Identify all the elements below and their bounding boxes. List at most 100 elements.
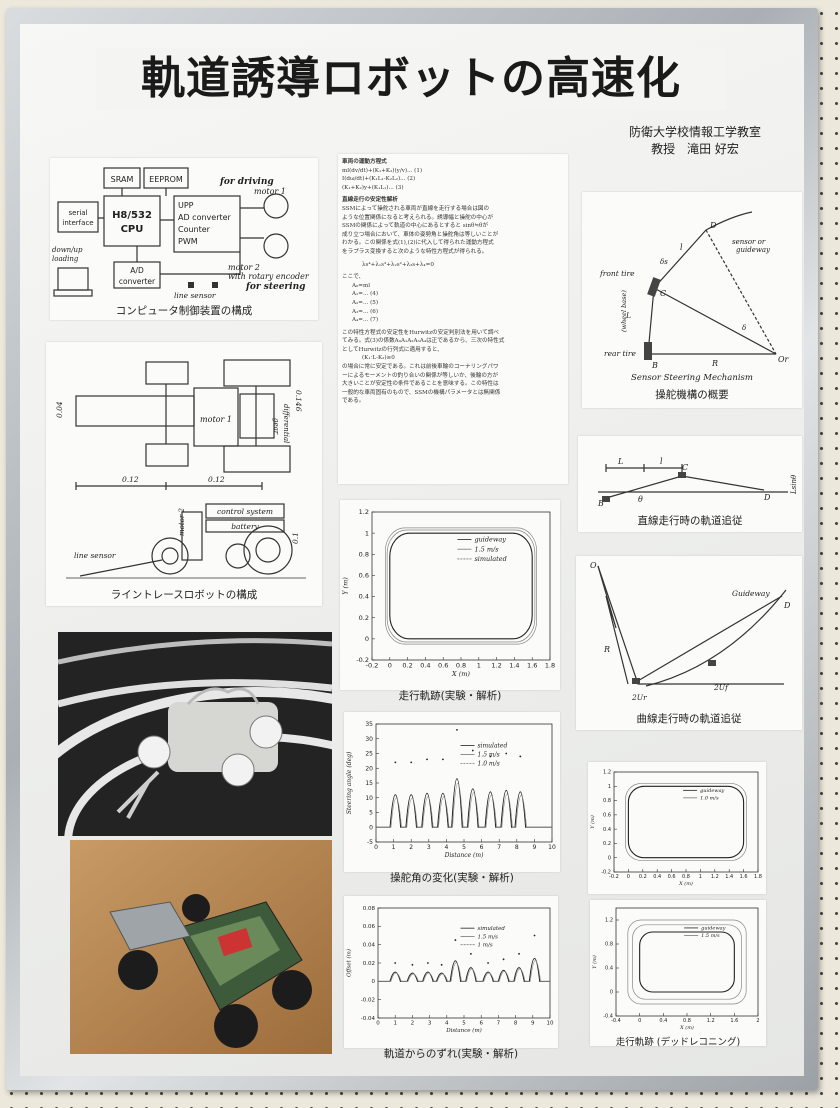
legend-label: 1 m/s (478, 943, 493, 949)
control-diagram-panel: SRAM EEPROM H8/532 CPU UPP AD converter … (50, 158, 318, 320)
y-axis-label: Y (m) (591, 955, 598, 969)
steering-inner-title: Sensor Steering Mechanism (631, 373, 753, 383)
peak-point (469, 952, 472, 955)
y-tick-label: -0.04 (361, 1016, 376, 1022)
eq-body-0: SSMによって操舵される車両が直線を走行する場合は図の (342, 205, 490, 212)
peak-point (533, 934, 536, 937)
legend-label: simulated (474, 555, 506, 563)
sram-label: SRAM (111, 175, 134, 184)
serial-label-1: serial (68, 209, 87, 217)
x-tick-label: 0.8 (682, 874, 690, 880)
y-tick-label: -5 (367, 839, 373, 846)
peak-point (426, 758, 428, 761)
cpu-label-1: H8/532 (112, 210, 152, 221)
upp-box (173, 195, 241, 253)
x-tick-label: 1.4 (725, 874, 733, 880)
x-tick-label: 8 (515, 844, 519, 851)
motor1-label: motor 1 (200, 415, 232, 424)
radius-lines-2 (597, 565, 629, 685)
sensor-label-1: sensor or (732, 238, 766, 246)
dim-0146: 0.146 (294, 390, 303, 412)
peak-point (394, 962, 397, 964)
upp-line-3: PWM (178, 237, 198, 246)
series-line-0 (376, 778, 552, 828)
trajectory-series-1 (386, 529, 536, 643)
trajectory-series-1 (625, 783, 747, 861)
side-front-hub (161, 547, 179, 565)
eq-line: I(dω/dt)+(K₁L₁-K₂L₂)... (2) (342, 176, 416, 183)
eq-coef-1: A₁=... (4) (352, 291, 379, 298)
motor1-box (193, 387, 239, 447)
rear-tire-label: rear tire (604, 349, 636, 358)
x-tick-label: 0.4 (420, 662, 430, 670)
robot-diagram: motor 1 0.04 0.146 differential gear 0.1… (55, 359, 306, 601)
x-tick-label: 0.4 (659, 1018, 667, 1024)
x-tick-label: 0 (388, 662, 392, 670)
robot-closeup-body (109, 894, 312, 1048)
peak-point (440, 963, 443, 966)
rear-wheel-bottom (223, 445, 291, 473)
x-tick-label: 4 (444, 844, 448, 851)
curve-diagram-panel: Guideway O R D 2Ur 2Uf 曲線走行時の軌道追従 (576, 556, 802, 730)
peak-point (519, 755, 522, 758)
upp-line-0: UPP (178, 201, 194, 210)
peak-point (410, 761, 413, 764)
x-axis-label: X (m) (679, 1024, 694, 1031)
x-tick-label: 6 (480, 844, 484, 851)
x-tick-label: 3 (428, 1021, 432, 1027)
trajectory-series-0 (639, 931, 735, 993)
download-label-1: down/up (52, 246, 83, 254)
y-tick-label: 25 (365, 751, 373, 758)
y-tick-label: 1.2 (603, 770, 611, 776)
plot-frame (615, 907, 759, 1017)
x-tick-label: 1.2 (711, 874, 719, 880)
x-tick-label: 9 (531, 1021, 535, 1027)
control-system-box (205, 503, 285, 519)
x-tick-label: 0 (376, 1021, 380, 1027)
eq-body2-0: この特性方程式の安定性をHurwitzの安定判別法を用いて調べ (342, 329, 500, 336)
download-label-2: loading (52, 255, 79, 263)
lbl-2ur: 2Ur (631, 693, 647, 702)
x-tick-label: -0.2 (366, 662, 379, 670)
legend-label: guideway (474, 536, 506, 544)
robot-photo-body (116, 687, 283, 819)
eq-body2-6: 大きいことが安定性の条件であることを意味する。この特性は (342, 381, 499, 388)
dim-bars (605, 464, 683, 472)
y-axis-label: Steering angle (deg) (346, 751, 353, 814)
legend-label: guideway (701, 926, 725, 932)
curve-caption: 曲線走行時の軌道追従 (637, 712, 742, 725)
lbl-l1: L (617, 457, 623, 466)
robot-diagram-panel: motor 1 0.04 0.146 differential gear 0.1… (46, 342, 322, 606)
cpu-box (103, 195, 161, 247)
legend-label: simulated (478, 926, 506, 932)
x-tick-label: 5 (462, 844, 466, 851)
y-axis-label: Offset (m) (346, 949, 353, 977)
x-tick-label: 0.4 (653, 874, 661, 880)
dim-012b: 0.12 (208, 475, 225, 484)
y-tick-label: 0 (365, 635, 369, 643)
peak-point (489, 755, 492, 758)
affiliation: 防衛大学校情報工学教室 教授 滝田 好宏 (600, 124, 790, 158)
dim-012a: 0.12 (122, 475, 139, 484)
rear-tire-rect (644, 342, 652, 360)
x-axis-label: X (m) (678, 880, 693, 887)
wheelbase-label-2: (wheel base) (620, 290, 628, 332)
steering-diagram: D C B R Or l δs δ sensor or guideway fro… (599, 211, 790, 401)
front-tire-mark (678, 472, 686, 478)
side-rear-hub (255, 537, 281, 563)
y-tick-label: 0.4 (359, 593, 369, 601)
x-tick-label: 0.6 (668, 874, 676, 880)
curve-diagram: Guideway O R D 2Ur 2Uf 曲線走行時の軌道追従 (590, 561, 791, 725)
eeprom-label: EEPROM (149, 175, 183, 184)
ad-label-2: converter (119, 277, 156, 286)
legend-label: 1.0 m/s (700, 796, 719, 802)
x-tick-label: 4 (445, 1021, 449, 1027)
y-axis-label: Y (m) (589, 815, 596, 829)
trajectory-caption: 走行軌跡(実験・解析) (398, 690, 502, 702)
poster-title: 軌道誘導ロボットの高速化 (96, 48, 726, 110)
